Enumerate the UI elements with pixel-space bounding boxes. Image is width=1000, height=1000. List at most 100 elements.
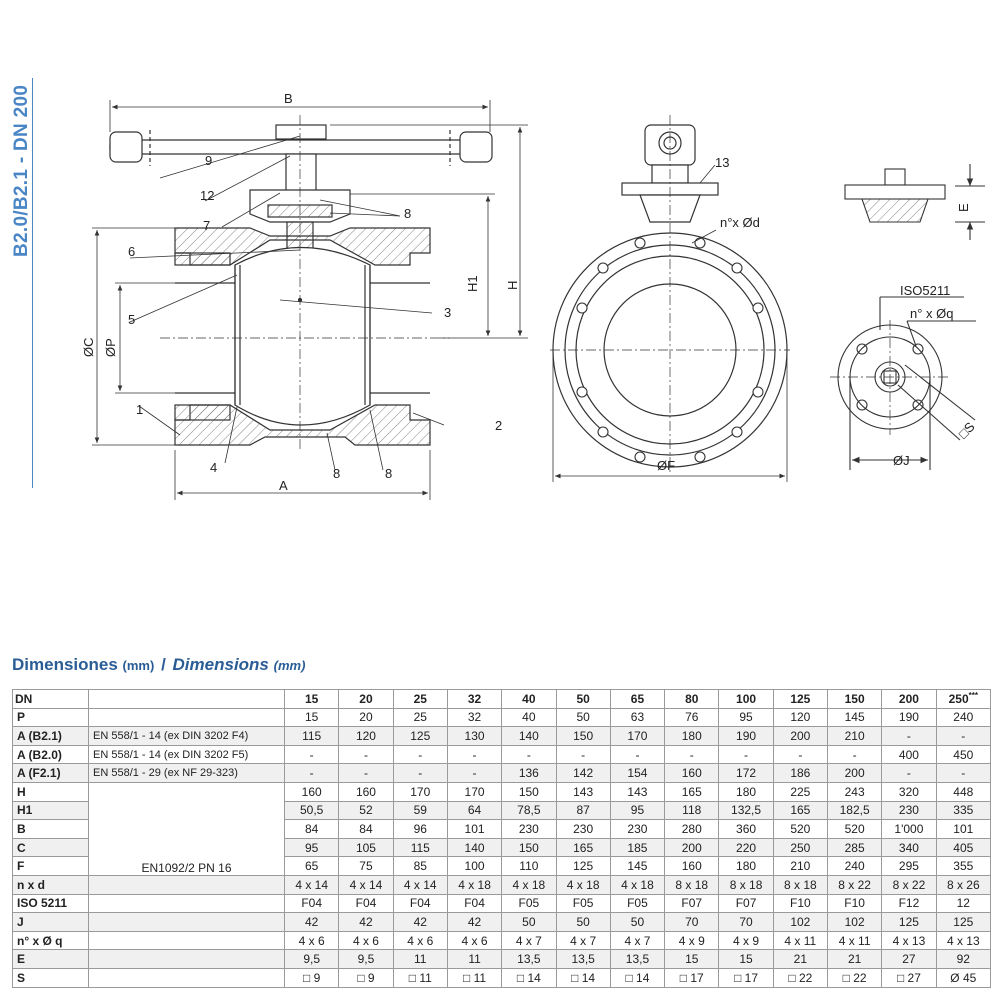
dim-label-e: E [956,203,971,212]
dim-label-j: ØJ [893,453,910,468]
table-cell: 50,5 [284,800,340,821]
table-cell: F05 [609,893,666,914]
table-cell: 154 [609,763,666,783]
table-header-cell: 20 [338,689,394,709]
table-cell: 143 [609,781,666,802]
table-cell: 50 [555,707,611,728]
section-view-labels: B A H H1 ØC ØP 9 12 7 6 5 3 1 2 4 8 8 8 [81,91,520,493]
table-cell: 335 [935,800,992,821]
table-cell: 70 [718,912,774,932]
table-cell: 95 [284,837,340,858]
table-cell: 8 x 26 [935,874,992,895]
table-cell: 70 [664,912,720,932]
table-cell: 180 [718,781,774,802]
row-standard-note [87,912,286,932]
ball [234,247,371,426]
table-cell: 50 [501,912,557,932]
table-header-cell [87,689,286,709]
table-cell: 102 [826,912,883,932]
table-cell: 200 [772,726,828,746]
table-cell: - [284,763,340,783]
row-label: B [12,819,89,839]
row-label: n x d [12,874,89,895]
table-cell: 15 [284,707,340,728]
table-cell: 21 [826,949,883,969]
table-cell: 4 x 18 [609,874,666,895]
row-label: A (B2.1) [12,726,89,746]
table-cell: - [284,744,340,765]
dim-label-nxq: n° x Øq [910,306,954,321]
table-cell: 4 x 11 [772,930,828,951]
table-cell: F04 [392,893,448,914]
table-cell: 15 [664,949,720,969]
callout-3: 3 [444,305,451,320]
table-cell: 11 [446,949,503,969]
table-cell: - [826,744,883,765]
callout-7: 7 [203,218,210,233]
heading-en-unit: (mm) [273,658,306,673]
table-cell: □ 14 [555,967,611,988]
callout-6: 6 [128,244,135,259]
table-cell: 4 x 9 [664,930,720,951]
table-header-cell: 25 [392,689,448,709]
callout-2: 2 [495,418,502,433]
table-cell: 4 x 7 [555,930,611,951]
table-cell: 40 [501,707,557,728]
dim-label-a: A [279,478,288,493]
table-cell: 84 [338,819,394,839]
table-cell: 8 x 18 [718,874,774,895]
table-cell: F04 [446,893,503,914]
dim-label-nxd: n°x Ød [720,215,760,230]
table-cell: 8 x 22 [826,874,883,895]
table-cell: 64 [446,800,503,821]
table-cell: 21 [772,949,828,969]
table-cell: 165 [772,800,828,821]
table-cell: 250 [772,837,828,858]
table-cell: 42 [284,912,340,932]
table-cell: 200 [826,763,883,783]
row-standard-note: EN 558/1 - 14 (ex DIN 3202 F4) [87,726,286,746]
table-cell: - [338,744,394,765]
table-cell: □ 17 [718,967,774,988]
table-cell: F07 [718,893,774,914]
table-cell: 20 [338,707,394,728]
table-cell: 95 [718,707,774,728]
table-cell: 92 [935,949,992,969]
table-cell: 125 [392,726,448,746]
table-cell: - [664,744,720,765]
table-cell: 125 [935,912,992,932]
table-cell: 185 [609,837,666,858]
dim-label-h: H [505,281,520,290]
row-standard-note: EN1092/2 PN 16 [87,781,286,876]
row-label: J [12,912,89,932]
row-label: A (F2.1) [12,763,89,783]
callout-13: 13 [715,155,729,170]
row-label: A (B2.0) [12,744,89,765]
dim-label-p: ØP [103,338,118,357]
table-cell: 360 [718,819,774,839]
table-cell: 140 [446,837,503,858]
row-label: H [12,781,89,802]
table-cell: 190 [881,707,937,728]
table-cell: 105 [338,837,394,858]
table-cell: 450 [935,744,992,765]
table-cell: - [935,726,992,746]
table-cell: 52 [338,800,394,821]
table-row: A (F2.1)EN 558/1 - 29 (ex NF 29-323)----… [12,763,992,783]
table-cell: 84 [284,819,340,839]
table-cell: 160 [664,856,720,876]
callout-9: 9 [205,153,212,168]
table-cell: 4 x 18 [555,874,611,895]
table-cell: 160 [338,781,394,802]
row-label: H1 [12,800,89,821]
iso-view-labels: ISO5211 n° x Øq ØJ □S [893,283,978,468]
table-cell: 140 [501,726,557,746]
table-cell: 13,5 [501,949,557,969]
row-standard-note [87,967,286,988]
table-cell: □ 14 [609,967,666,988]
table-header-cell: DN [12,689,89,709]
table-cell: - [446,763,503,783]
front-view-labels: 13 n°x Ød ØF [657,155,760,473]
